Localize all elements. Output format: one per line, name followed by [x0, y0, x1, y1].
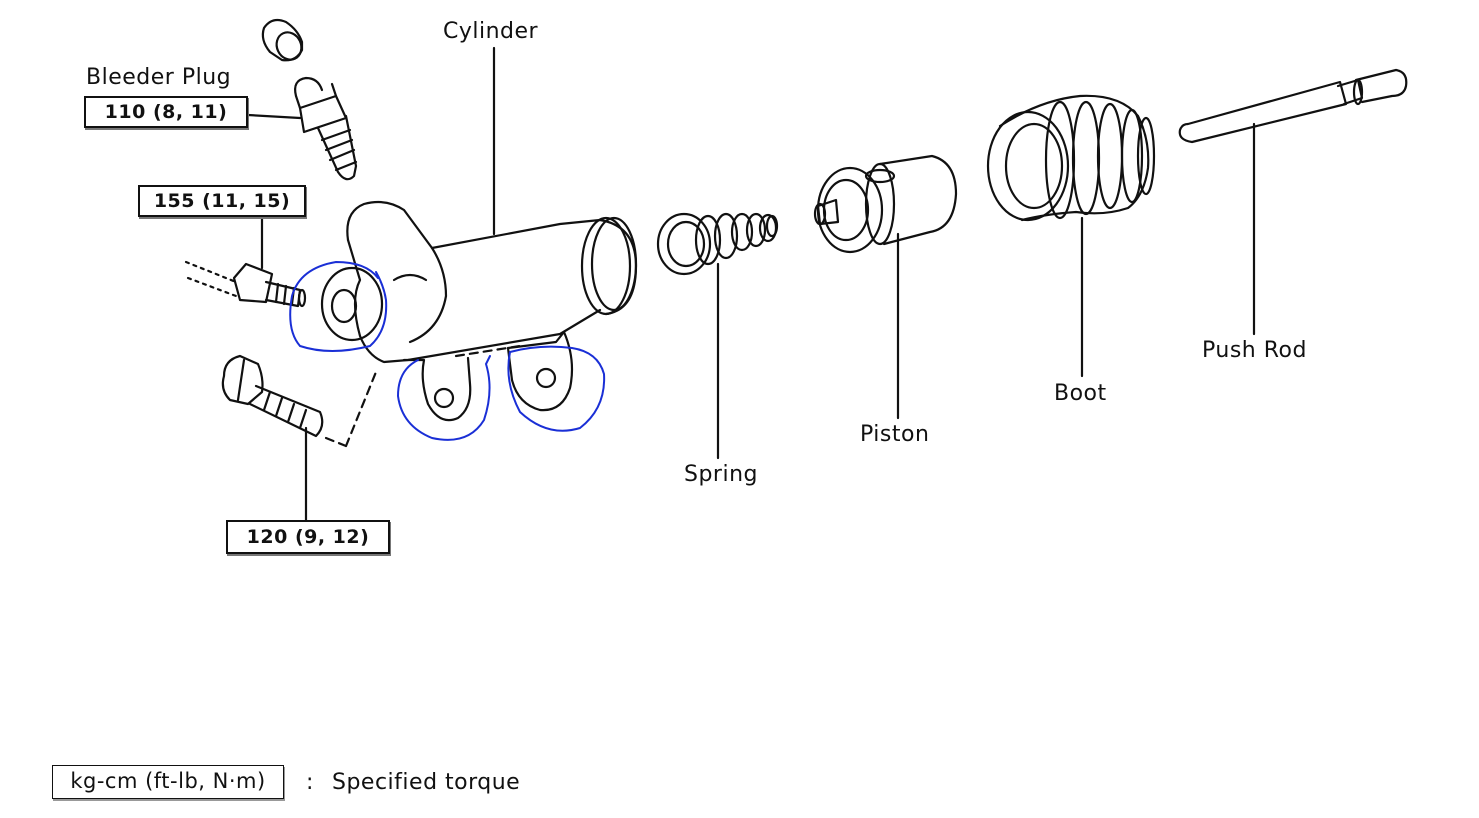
legend-separator: : [306, 770, 314, 795]
hand-annotations [289, 260, 606, 441]
torque-box-line: 155 (11, 15) [138, 185, 306, 217]
label-piston: Piston [860, 422, 930, 447]
annotation-circle-port [289, 260, 388, 352]
spring-part [656, 212, 779, 276]
bleeder-cap [261, 18, 304, 62]
torque-box-bleeder: 110 (8, 11) [84, 96, 248, 128]
piston-part [813, 154, 958, 254]
label-push-rod: Push Rod [1202, 338, 1307, 363]
line-fitting [184, 260, 307, 308]
label-bleeder-plug: Bleeder Plug [86, 65, 232, 90]
bleeder-leader [246, 113, 302, 120]
push-rod-part [1178, 68, 1408, 144]
annotation-circle-left-ear [396, 355, 491, 441]
legend-unit-box: kg-cm (ft-lb, N·m) [52, 765, 284, 799]
mounting-bolt [221, 354, 378, 448]
cylinder-body [320, 200, 638, 422]
boot-part [986, 94, 1156, 222]
label-cylinder: Cylinder [443, 19, 539, 44]
legend-description: Specified torque [332, 770, 521, 795]
torque-box-bolt: 120 (9, 12) [226, 520, 390, 554]
label-spring: Spring [684, 462, 758, 487]
label-boot: Boot [1054, 381, 1107, 406]
annotation-circle-right-ear [507, 345, 606, 432]
bleeder-plug-part [294, 76, 358, 181]
